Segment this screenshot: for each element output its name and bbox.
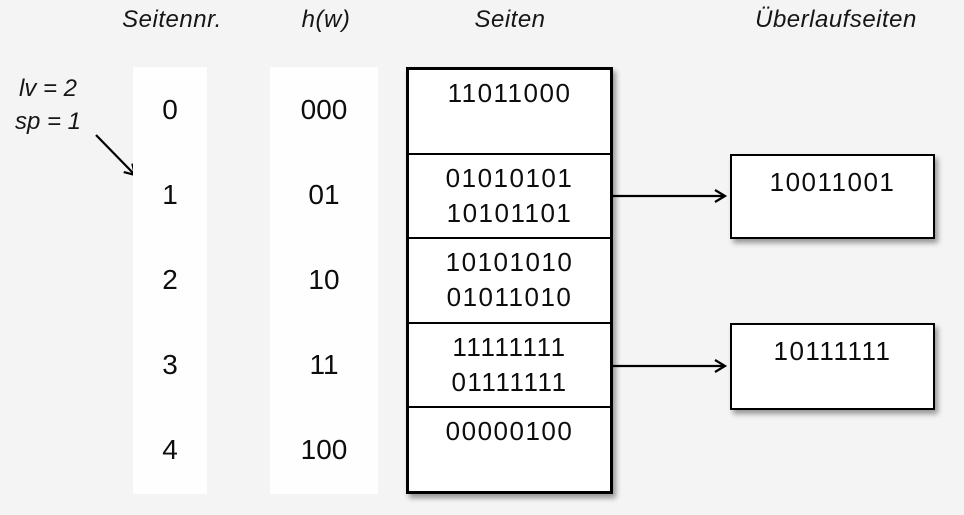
split-pointer-value: sp = 1 (14, 108, 82, 135)
overflow-page-box-1: 10011001 (730, 154, 935, 239)
header-page-number: Seitennr. (122, 6, 222, 33)
hash-value-4: 100 (300, 433, 348, 465)
page-number-3: 3 (162, 348, 178, 380)
page-entry: 00000100 (445, 416, 574, 447)
hash-value-2: 10 (308, 263, 340, 295)
page-entry: 11011000 (447, 78, 572, 108)
hash-value-1: 01 (308, 178, 340, 210)
page-entry: 10101101 (446, 197, 573, 228)
header-overflow-pages: Überlaufseiten (755, 6, 917, 33)
level-value: lv = 2 (18, 75, 78, 102)
page-row-2: 10101010 01011010 (409, 239, 610, 324)
hash-value-column (270, 67, 378, 494)
hash-value-3: 11 (309, 348, 339, 380)
page-number-column (133, 67, 207, 494)
page-number-1: 1 (162, 178, 178, 210)
page-row-1: 01010101 10101101 (409, 155, 610, 240)
page-row-4: 00000100 (409, 408, 610, 491)
page-entry (409, 111, 610, 146)
page-entry: 10101010 (445, 247, 574, 278)
page-entry: 01010101 (445, 162, 574, 193)
page-number-4: 4 (162, 433, 178, 465)
page-entry: 11111111 (452, 331, 567, 362)
header-pages: Seiten (474, 6, 546, 33)
page-entry (409, 449, 610, 484)
overflow-arrow-row3-icon (613, 359, 728, 373)
page-row-0: 11011000 (409, 70, 610, 155)
split-pointer-arrow-icon (95, 134, 137, 177)
overflow-entry: 10111111 (773, 336, 892, 366)
page-entry: 01111111 (451, 366, 568, 397)
page-number-2: 2 (162, 263, 178, 295)
overflow-arrow-row1-icon (613, 189, 728, 203)
pages-table: 11011000 01010101 10101101 10101010 0101… (406, 67, 613, 494)
header-hash-function: h(w) (301, 6, 351, 33)
page-row-3: 11111111 01111111 (409, 324, 610, 409)
page-entry: 01011010 (446, 282, 573, 313)
hash-value-0: 000 (300, 93, 348, 125)
state-annotation: lv = 2 sp = 1 (4, 72, 92, 138)
page-number-0: 0 (162, 93, 178, 125)
overflow-entry: 10011001 (769, 167, 896, 197)
overflow-page-box-2: 10111111 (730, 323, 935, 410)
